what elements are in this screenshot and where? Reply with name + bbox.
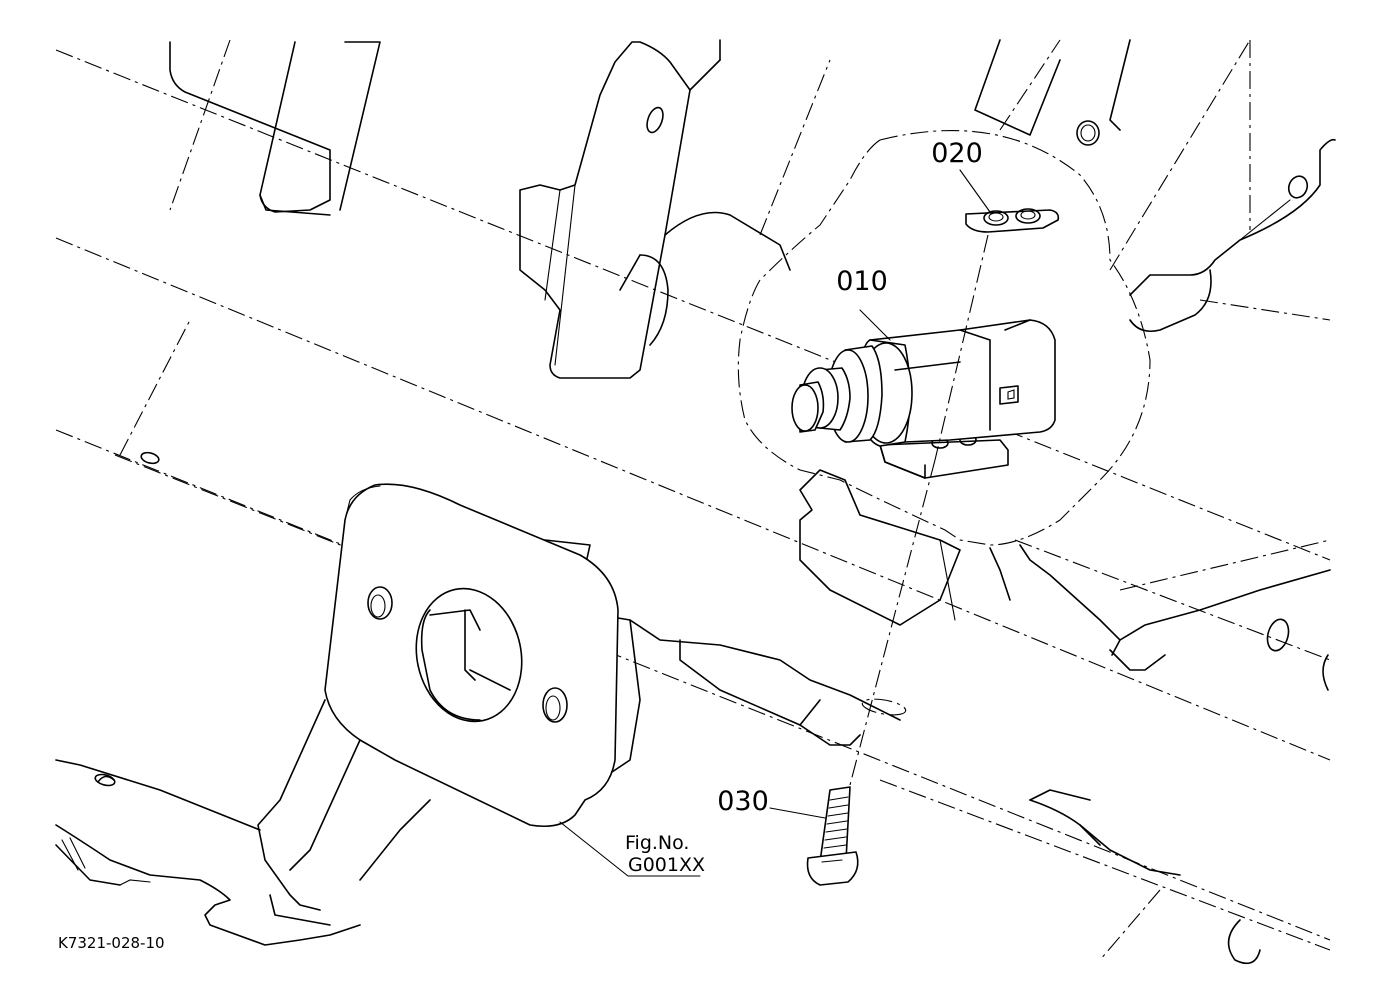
upper-left-bracket xyxy=(169,41,381,216)
callout-030-label: 030 xyxy=(717,786,769,817)
right-lower-structure xyxy=(989,544,1331,965)
flange-plate xyxy=(257,483,901,911)
bottom-left-rail xyxy=(55,451,907,946)
vertical-bracket xyxy=(519,41,691,379)
mounting-plate-outline xyxy=(737,130,1151,546)
callout-010-label: 010 xyxy=(836,266,888,297)
part-010-switch xyxy=(791,309,1056,479)
drawing-number: K7321-028-10 xyxy=(58,934,165,952)
figure-reference-leader xyxy=(559,821,701,877)
part-020-plate xyxy=(959,169,1060,233)
frame-phantom-lines xyxy=(55,39,1331,961)
upper-right-structure xyxy=(974,39,1336,333)
figure-ref-line2: G001XX xyxy=(628,854,705,876)
callout-020-label: 020 xyxy=(931,138,983,169)
switch-bracket-frame xyxy=(664,39,791,271)
lower-switch-bracket xyxy=(799,469,961,626)
figure-ref-line1: Fig.No. xyxy=(625,832,689,854)
part-030-screw xyxy=(769,234,989,886)
